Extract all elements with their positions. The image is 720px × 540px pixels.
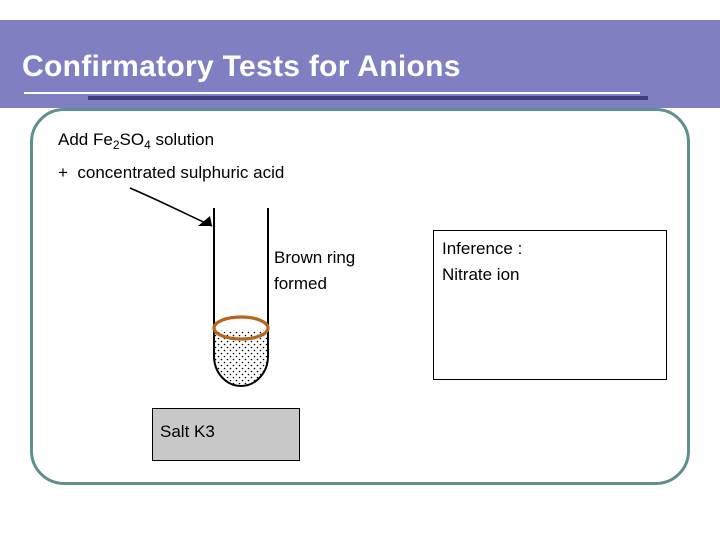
title-underline [24, 92, 640, 94]
instruction-line-1: Add Fe2SO4 solution [58, 130, 215, 152]
instruction-text: Add Fe2SO4 solution + concentrated sulph… [58, 126, 284, 187]
salt-sample-label: Salt K3 [160, 422, 215, 441]
page-title: Confirmatory Tests for Anions [22, 50, 461, 83]
instruction-line1-post: solution [150, 130, 215, 149]
test-tube-icon [212, 208, 270, 387]
brown-ring-indicator [212, 315, 270, 341]
inference-line2: Nitrate ion [442, 265, 520, 284]
brown-ring-label: Brown ring formed [274, 245, 355, 297]
instruction-line-2: + concentrated sulphuric acid [58, 163, 285, 182]
inference-box [433, 230, 667, 380]
tube-outline [213, 208, 269, 387]
content-frame [30, 108, 690, 485]
curved-arrow-icon [129, 187, 213, 227]
inference-line1: Inference : [442, 239, 523, 258]
salt-sample-box [152, 408, 300, 461]
title-accent-rule [88, 96, 648, 100]
brown-ring-label-line1: Brown ring [274, 248, 356, 267]
inference-text: Inference : Nitrate ion [442, 236, 522, 288]
brown-ring-label-line2: formed [274, 274, 327, 293]
instruction-line1-pre: Add Fe [58, 130, 113, 149]
instruction-line1-mid: SO [119, 130, 145, 149]
instruction-subscript-1: 2 [112, 138, 120, 152]
instruction-subscript-2: 4 [144, 138, 151, 152]
title-band: Confirmatory Tests for Anions [0, 20, 720, 108]
